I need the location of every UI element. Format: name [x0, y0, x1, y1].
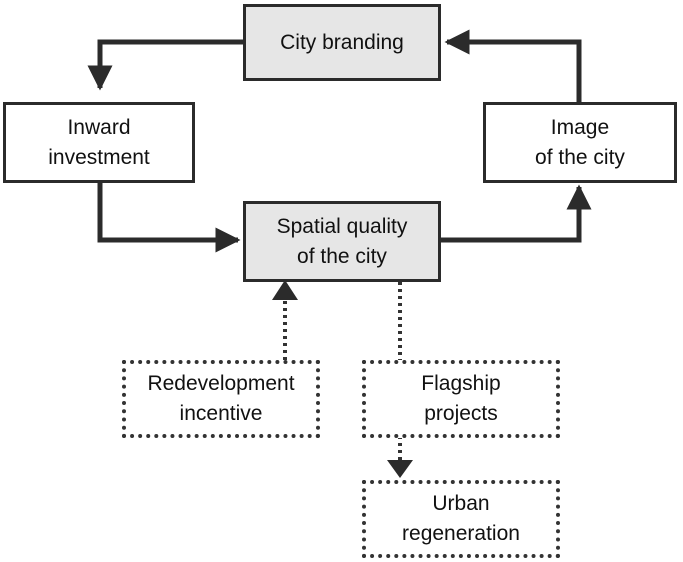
edge-spatial-to-image [440, 184, 592, 243]
arrowhead-spatial-to-urban [387, 460, 413, 478]
node-label: Flagship projects [421, 372, 501, 425]
node-label: Urban regeneration [402, 492, 520, 545]
node-redevelopment-incentive: Redevelopment incentive [122, 360, 320, 438]
node-label: Spatial quality of the city [276, 214, 408, 268]
node-inward-investment: Inward investment [3, 102, 195, 183]
node-flagship-projects: Flagship projects [362, 360, 560, 438]
edge-branding-to-investment [87, 39, 243, 91]
node-spatial-quality: Spatial quality of the city [243, 201, 441, 282]
arrowhead-redevelopment-to-spatial [272, 280, 298, 300]
node-label: City branding [280, 30, 404, 54]
node-urban-regeneration: Urban regeneration [362, 480, 560, 558]
node-city-branding: City branding [243, 4, 441, 81]
node-image-of-the-city: Image of the city [483, 102, 677, 183]
node-label: Inward investment [48, 115, 150, 169]
node-label: Redevelopment incentive [147, 372, 295, 425]
node-label: Image of the city [535, 115, 625, 169]
edge-investment-to-spatial [97, 183, 241, 253]
edge-image-to-branding [444, 29, 582, 103]
